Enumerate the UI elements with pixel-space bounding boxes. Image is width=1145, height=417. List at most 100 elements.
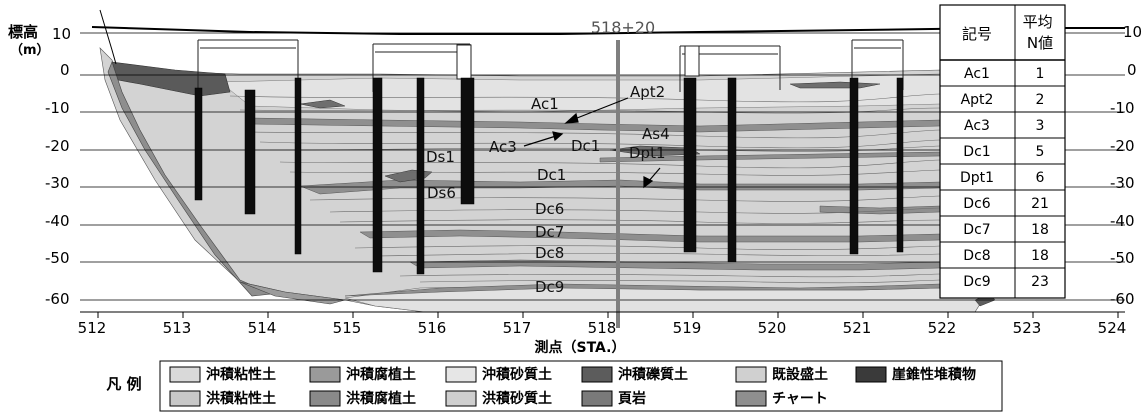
- table-cell-symbol: Dc6: [963, 196, 990, 212]
- y-tick-label: 10: [52, 25, 71, 43]
- x-axis-labels: 512 513 514 515 516 517 518 519 520 521 …: [78, 319, 1127, 337]
- y-tick-label: -60: [45, 290, 70, 308]
- boring-column: [372, 77, 383, 273]
- layer-label-ac1: Ac1: [531, 95, 559, 113]
- legend-label: 既設盛土: [772, 366, 828, 383]
- table-cell-symbol: Dc7: [963, 222, 990, 238]
- layer-label-ds1: Ds1: [426, 148, 455, 166]
- legend-label: 沖積粘性土: [206, 366, 276, 383]
- layer-label-dc1-lower: Dc1: [537, 166, 566, 184]
- x-tick-label: 516: [418, 319, 447, 337]
- legend-swatch: [445, 366, 477, 383]
- legend-label: 洪積腐植土: [346, 390, 416, 407]
- layer-label-dc1-upper: Dc1: [571, 137, 600, 155]
- legend-swatch: [169, 390, 201, 407]
- table-cell-n-value: 1: [1036, 66, 1045, 82]
- boring-column: [727, 77, 737, 263]
- table-cell-symbol: Dc8: [963, 248, 990, 264]
- y-axis: 標高 （m） 10 0 -10 -20 -30 -40 -50 -60: [8, 23, 71, 308]
- y-tick-label: -40: [45, 212, 70, 230]
- boring-column: [683, 77, 697, 253]
- legend-label: 沖積腐植土: [346, 366, 416, 383]
- y-axis-title: 標高: [8, 23, 38, 41]
- legend: 凡 例 沖積粘性土沖積腐植土沖積砂質土沖積礫質土既設盛土崖錐性堆積物洪積粘性土洪…: [106, 360, 1003, 412]
- legend-swatch: [445, 390, 477, 407]
- table-cell-n-value: 5: [1036, 144, 1045, 160]
- layer-label-dc6: Dc6: [535, 200, 564, 218]
- left-bedrock-wedge: [239, 281, 346, 305]
- y-tick-label: -50: [45, 249, 70, 267]
- legend-label: 洪積砂質土: [482, 390, 552, 407]
- x-tick-label: 520: [758, 319, 787, 337]
- x-axis-ticks: [97, 312, 1119, 318]
- legend-swatch: [855, 366, 887, 383]
- legend-items: 沖積粘性土沖積腐植土沖積砂質土沖積礫質土既設盛土崖錐性堆積物洪積粘性土洪積腐植土…: [169, 366, 976, 407]
- table-cell-symbol: Dpt1: [960, 170, 994, 186]
- layer-label-dc9: Dc9: [535, 278, 564, 296]
- legend-title: 凡 例: [106, 375, 141, 393]
- table-cell-n-value: 23: [1031, 274, 1049, 290]
- section-label: 518+20: [591, 18, 655, 37]
- x-tick-label: 519: [673, 319, 702, 337]
- surface-structures: [197, 39, 904, 92]
- y-tick-label-right: -30: [1110, 174, 1135, 192]
- legend-label: 洪積粘性土: [206, 390, 276, 407]
- x-tick-label: 524: [1098, 319, 1127, 337]
- boring-column: [244, 89, 256, 215]
- left-slope-band: [107, 61, 274, 297]
- x-tick-label: 523: [1013, 319, 1042, 337]
- x-tick-label: 514: [248, 319, 277, 337]
- boring-column: [294, 77, 302, 255]
- table-cell-n-value: 2: [1036, 92, 1045, 108]
- y-axis-unit: （m）: [10, 42, 50, 58]
- boring-column: [849, 77, 859, 255]
- layer-labels: Ac1 Apt2 As4 Ac3 Dc1 Dpt1 Ds1 Dc1 Ds6 Dc…: [426, 83, 670, 296]
- layer-label-ds6: Ds6: [427, 184, 456, 202]
- layer-label-apt2: Apt2: [630, 83, 665, 101]
- layer-label-ac3: Ac3: [489, 138, 517, 156]
- y-tick-label-right: -10: [1110, 99, 1135, 117]
- x-tick-label: 518: [588, 319, 617, 337]
- layer-label-as4: As4: [642, 125, 670, 143]
- x-tick-label: 521: [843, 319, 872, 337]
- legend-swatch: [309, 366, 341, 383]
- x-tick-label: 522: [928, 319, 957, 337]
- x-tick-label: 517: [503, 319, 532, 337]
- layer-label-dc8: Dc8: [535, 244, 564, 262]
- y-tick-label-right: -50: [1110, 249, 1135, 267]
- y-tick-label-right: -20: [1110, 137, 1135, 155]
- table-cell-n-value: 3: [1036, 118, 1045, 134]
- legend-swatch: [309, 390, 341, 407]
- table-cell-symbol: Ac3: [964, 118, 990, 134]
- left-embankment-line: [99, 9, 117, 65]
- legend-label: 沖積礫質土: [618, 366, 688, 383]
- boring-column: [460, 77, 475, 205]
- boring-column: [896, 77, 904, 253]
- legend-label: チャート: [772, 391, 828, 407]
- y-axis-right: 10 0 -10 -20 -30 -40 -50 -60: [1110, 23, 1142, 308]
- table-cell-n-value: 18: [1031, 248, 1049, 264]
- table-header-symbol: 記号: [962, 25, 992, 43]
- x-tick-label: 513: [163, 319, 192, 337]
- boring-column: [416, 77, 425, 275]
- boring-columns: [194, 77, 904, 275]
- layer-label-dpt1: Dpt1: [629, 144, 666, 162]
- legend-swatch: [169, 366, 201, 383]
- y-tick-label: 0: [60, 61, 70, 79]
- x-tick-label: 512: [78, 319, 107, 337]
- legend-label: 頁岩: [618, 390, 646, 407]
- table-cell-symbol: Ac1: [964, 66, 990, 82]
- y-tick-label: -10: [45, 99, 70, 117]
- table-header-n: 平均 N値: [1023, 13, 1058, 52]
- table-cell-symbol: Dc9: [963, 274, 990, 290]
- table-cell-n-value: 21: [1031, 196, 1049, 212]
- legend-label: 崖錐性堆積物: [892, 366, 976, 383]
- x-tick-label: 515: [333, 319, 362, 337]
- y-tick-label-right: 10: [1123, 23, 1142, 41]
- table-cell-n-value: 6: [1036, 170, 1045, 186]
- leader-arrows: [523, 97, 661, 189]
- y-tick-label: -20: [45, 137, 70, 155]
